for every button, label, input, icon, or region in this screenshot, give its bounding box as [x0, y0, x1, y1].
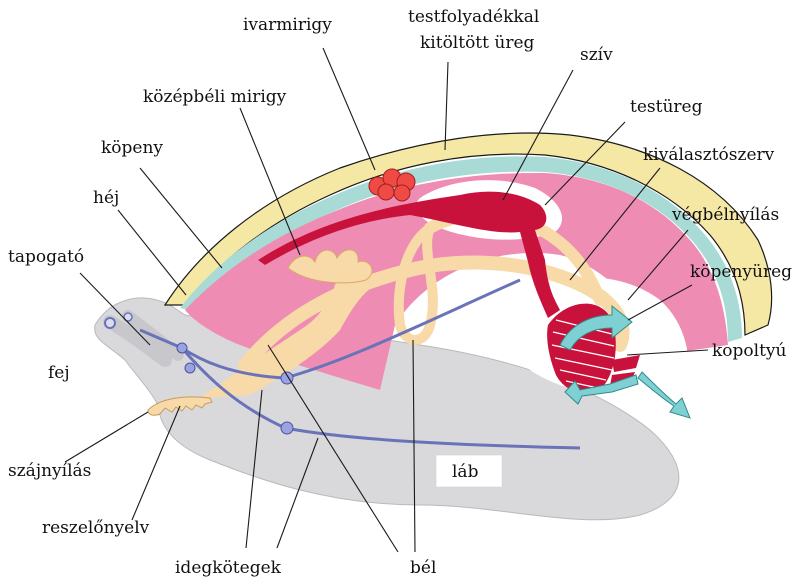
label-tapogato: tapogató — [8, 247, 84, 267]
label-testfolyadek-line1: testfolyadékkal — [408, 7, 539, 27]
label-szajnyilas: szájnyílás — [8, 461, 91, 481]
label-kozepbeli-mirigy: középbéli mirigy — [143, 87, 287, 107]
ganglion — [177, 343, 187, 353]
label-bel: bél — [410, 558, 436, 578]
label-kopeny: köpeny — [101, 138, 163, 158]
label-vegbelnyilas: végbélnyílás — [671, 205, 779, 225]
label-kivalasztoszerv: kiválasztószerv — [643, 145, 775, 165]
label-sziv: szív — [580, 45, 613, 65]
label-lab: láb — [452, 462, 479, 482]
ganglion — [185, 363, 195, 373]
label-kopoltyu: kopoltyú — [712, 341, 787, 361]
ganglion — [281, 422, 293, 434]
label-testfolyadek-line2: kitöltött üreg — [420, 33, 535, 53]
label-fej: fej — [48, 363, 70, 383]
label-idegkotegek: idegkötegek — [175, 558, 282, 578]
label-testureg: testüreg — [630, 97, 703, 117]
label-kopenyureg: köpenyüreg — [690, 262, 792, 282]
label-reszelonyelv: reszelőnyelv — [42, 518, 150, 538]
label-hej: héj — [93, 188, 119, 208]
label-ivarmirigy: ivarmirigy — [243, 15, 332, 35]
